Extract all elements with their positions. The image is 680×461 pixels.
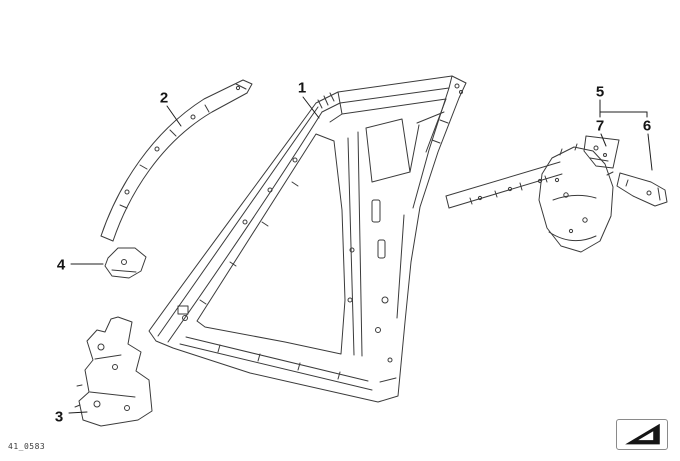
callout-leader-lines xyxy=(68,96,653,414)
callout-1[interactable]: 1 xyxy=(297,79,307,97)
callout-6[interactable]: 6 xyxy=(642,117,652,135)
part-5-wheelhouse-drawing xyxy=(445,143,614,253)
callout-3[interactable]: 3 xyxy=(54,408,64,426)
part-2-windscreen-frame-drawing xyxy=(100,79,253,242)
part-6-member-drawing xyxy=(616,172,668,207)
part-7-gusset-drawing xyxy=(583,135,620,169)
diagram-code: 41_0583 xyxy=(8,442,46,451)
part-1-side-frame-drawing xyxy=(148,75,467,403)
corner-arrow-icon xyxy=(625,423,660,445)
part-4-bracket-drawing xyxy=(104,247,147,279)
callout-7[interactable]: 7 xyxy=(595,117,605,135)
nav-arrow-button[interactable] xyxy=(616,419,668,450)
callout-2[interactable]: 2 xyxy=(159,89,169,107)
part-3-bracket-drawing xyxy=(74,316,153,427)
callout-5[interactable]: 5 xyxy=(595,83,605,101)
callout-4[interactable]: 4 xyxy=(56,256,66,274)
